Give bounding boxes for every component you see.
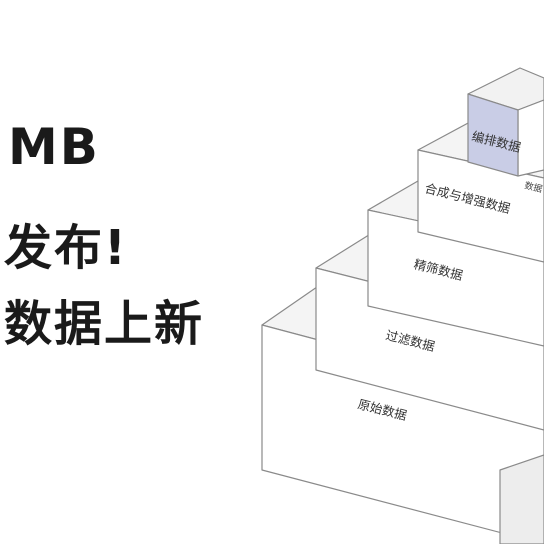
headline-line-1: MB: [8, 118, 100, 176]
headline-line-2: 发布!: [4, 220, 128, 276]
headline-line-3: 数据上新: [4, 296, 205, 352]
top-block: [467, 67, 544, 177]
